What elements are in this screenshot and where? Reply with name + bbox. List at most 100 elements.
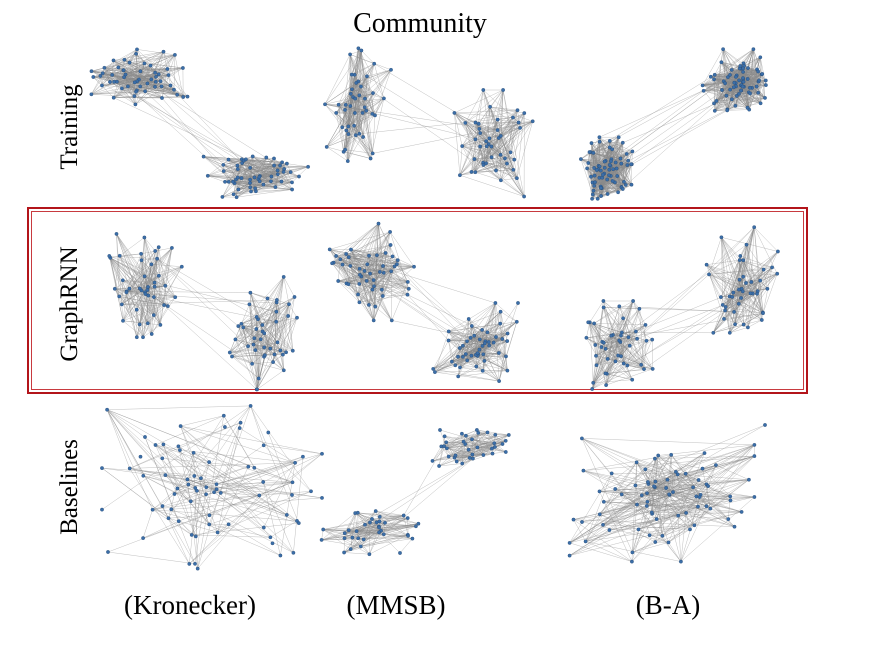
edge bbox=[475, 302, 496, 355]
node bbox=[135, 47, 139, 52]
node bbox=[607, 163, 612, 167]
node bbox=[349, 72, 354, 77]
node bbox=[365, 262, 370, 267]
edge bbox=[485, 311, 501, 342]
node bbox=[161, 49, 166, 54]
node bbox=[372, 284, 376, 289]
edge bbox=[93, 76, 114, 98]
node bbox=[148, 63, 153, 68]
node bbox=[740, 84, 745, 89]
node bbox=[327, 247, 332, 252]
edge bbox=[497, 121, 533, 131]
node bbox=[223, 179, 227, 184]
node bbox=[371, 91, 375, 95]
edge bbox=[150, 65, 264, 185]
edge bbox=[129, 62, 151, 66]
edge bbox=[372, 281, 408, 290]
edge bbox=[154, 282, 277, 312]
node bbox=[247, 302, 252, 307]
node bbox=[465, 358, 470, 363]
edge bbox=[476, 366, 500, 382]
node bbox=[153, 84, 157, 89]
node bbox=[124, 290, 129, 295]
node bbox=[712, 101, 716, 106]
node bbox=[258, 337, 263, 342]
node bbox=[254, 315, 259, 319]
edge bbox=[448, 331, 464, 346]
node bbox=[120, 86, 124, 91]
node bbox=[142, 235, 147, 240]
node bbox=[392, 264, 397, 269]
edge bbox=[238, 326, 258, 390]
node bbox=[504, 354, 508, 359]
node bbox=[359, 48, 364, 53]
edge bbox=[145, 293, 290, 305]
node bbox=[748, 85, 752, 90]
edge bbox=[250, 292, 277, 301]
edge bbox=[454, 112, 514, 118]
node bbox=[495, 128, 500, 132]
edge bbox=[101, 67, 105, 86]
node bbox=[346, 124, 351, 129]
edge bbox=[458, 370, 508, 377]
edge bbox=[151, 247, 173, 335]
edge bbox=[243, 160, 282, 182]
node bbox=[456, 374, 461, 379]
node bbox=[273, 185, 278, 189]
node bbox=[134, 51, 138, 56]
edge bbox=[474, 156, 492, 160]
edge bbox=[331, 249, 352, 264]
node bbox=[269, 179, 273, 184]
node bbox=[248, 181, 252, 185]
node bbox=[340, 262, 345, 267]
edge bbox=[118, 54, 175, 68]
node bbox=[220, 195, 225, 199]
node bbox=[591, 151, 596, 155]
edge bbox=[140, 253, 169, 307]
edge bbox=[256, 328, 271, 349]
edge bbox=[335, 112, 344, 152]
edge bbox=[109, 255, 140, 325]
node bbox=[246, 344, 250, 349]
node bbox=[412, 264, 416, 269]
edge bbox=[238, 163, 288, 190]
node bbox=[614, 166, 619, 171]
edge bbox=[123, 70, 135, 83]
edge bbox=[376, 254, 397, 265]
edge bbox=[150, 51, 164, 66]
node bbox=[516, 301, 520, 305]
node bbox=[499, 178, 503, 183]
edge bbox=[229, 352, 253, 365]
node bbox=[133, 102, 138, 107]
edge bbox=[165, 266, 182, 286]
edge bbox=[267, 298, 277, 322]
edge bbox=[348, 126, 360, 134]
edge bbox=[359, 294, 408, 303]
edge bbox=[256, 276, 284, 390]
edge bbox=[471, 355, 477, 367]
edge bbox=[597, 69, 732, 170]
edges bbox=[109, 233, 298, 390]
edge bbox=[483, 89, 491, 107]
node bbox=[478, 144, 482, 149]
edge bbox=[366, 76, 376, 116]
node bbox=[595, 196, 600, 201]
node bbox=[134, 307, 139, 312]
node bbox=[522, 111, 527, 115]
node bbox=[263, 353, 267, 358]
edge bbox=[167, 68, 188, 97]
node bbox=[368, 271, 372, 276]
edge bbox=[135, 53, 156, 87]
edge bbox=[350, 249, 371, 274]
edge bbox=[243, 160, 293, 183]
edge bbox=[454, 89, 504, 114]
edge bbox=[335, 223, 379, 257]
node bbox=[185, 94, 190, 99]
edge bbox=[324, 104, 349, 135]
edge bbox=[500, 89, 504, 136]
edge bbox=[383, 272, 409, 289]
edge bbox=[587, 168, 626, 186]
node bbox=[602, 165, 607, 170]
node bbox=[330, 261, 334, 266]
node bbox=[154, 74, 158, 79]
